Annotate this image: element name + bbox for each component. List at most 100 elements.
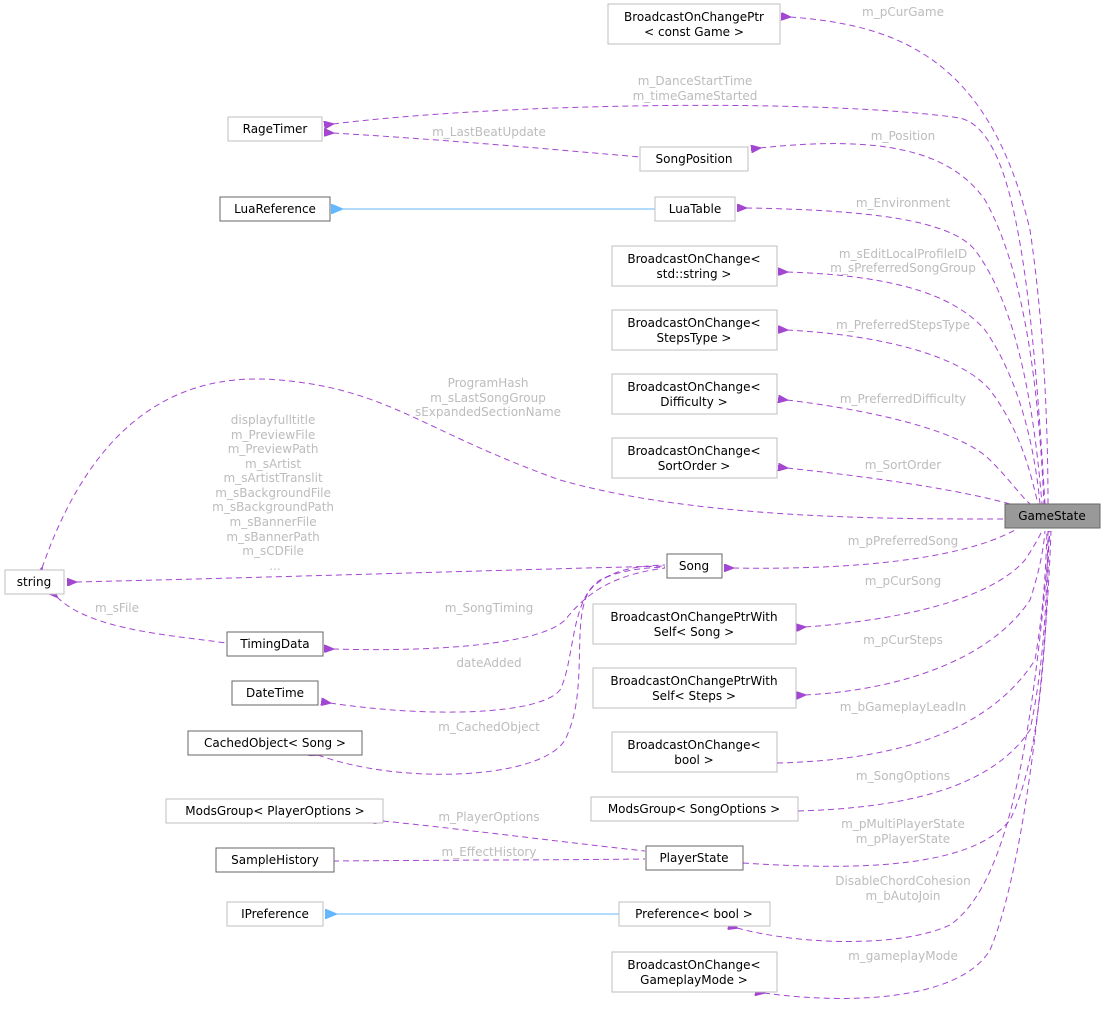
edge-dancestarttime [333,104,1046,505]
label-playeroptions: m_PlayerOptions [438,810,539,824]
node-modsgroup-songoptions[interactable]: ModsGroup< SongOptions > [590,796,799,822]
svg-text:CachedObject< Song >: CachedObject< Song > [204,736,346,750]
node-datetime[interactable]: DateTime [231,680,319,706]
node-modsgroup-playeroptions[interactable]: ModsGroup< PlayerOptions > [165,798,384,824]
label-songoptions: m_SongOptions [856,769,950,783]
edge-sfile [57,597,227,644]
edge-cursong [805,530,1043,627]
node-broadcastonchange-string[interactable]: BroadcastOnChange<std::string > [611,245,778,287]
svg-text:ModsGroup< PlayerOptions >: ModsGroup< PlayerOptions > [185,804,364,818]
svg-text:PlayerState: PlayerState [659,851,728,865]
edge-position [760,143,1045,505]
nodes: BroadcastOnChangePtr< const Game > RageT… [4,3,1101,993]
label-leadin: m_bGameplayLeadIn [840,700,966,714]
label-position: m_Position [871,129,935,143]
node-luatable[interactable]: LuaTable [654,196,736,222]
node-playerstate[interactable]: PlayerState [645,845,744,871]
edge-lastbeatupdate [333,133,641,158]
edge-preferredsong [733,529,1016,568]
edge-difficulty [787,400,1031,505]
svg-text:LuaTable: LuaTable [669,202,721,216]
edge-stepstype [787,330,1039,505]
edge-cursteps [805,530,1046,695]
label-difficulty: m_PreferredDifficulty [840,392,966,406]
node-cachedobject-song[interactable]: CachedObject< Song > [187,730,363,756]
node-string[interactable]: string [4,569,65,595]
edge-playeroptions [383,821,646,852]
edge-songoptions [798,530,1049,811]
label-cursteps: m_pCurSteps [863,633,943,647]
svg-text:GameState: GameState [1018,509,1086,523]
node-broadcastonchangeptr-game[interactable]: BroadcastOnChangePtr< const Game > [607,3,781,45]
label-environment: m_Environment [856,196,951,210]
label-gameplaymode: m_gameplayMode [848,949,958,963]
svg-text:DateTime: DateTime [246,686,304,700]
edge-effecthistory [333,859,646,861]
label-preferredsong: m_pPreferredSong [848,534,959,548]
svg-text:SongPosition: SongPosition [656,152,733,166]
svg-text:IPreference: IPreference [241,907,309,921]
node-broadcastonchange-gameplaymode[interactable]: BroadcastOnChange<GameplayMode > [611,951,778,993]
edge-programhash [42,378,1005,568]
node-ragetimer[interactable]: RageTimer [227,116,323,142]
node-song[interactable]: Song [666,553,723,579]
svg-text:TimingData: TimingData [239,637,309,651]
svg-text:SampleHistory: SampleHistory [231,853,319,867]
svg-text:BroadcastOnChange<std::string: BroadcastOnChange<std::string > [627,252,760,281]
edge-pcurgame [790,17,1049,505]
label-effecthistory: m_EffectHistory [442,845,537,859]
svg-text:RageTimer: RageTimer [243,122,308,136]
label-sfile: m_sFile [95,601,139,615]
label-pcurgame: m_pCurGame [862,5,944,19]
label-dateadded: dateAdded [456,656,521,670]
label-lastbeatupdate: m_LastBeatUpdate [432,125,546,139]
node-broadcastonchange-stepstype[interactable]: BroadcastOnChange<StepsType > [611,309,778,351]
label-stepstype: m_PreferredStepsType [836,318,970,332]
svg-text:BroadcastOnChangePtr< const Ga: BroadcastOnChangePtr< const Game > [624,10,764,39]
edge-cachedobject [318,564,666,775]
edge-leadin [777,530,1048,763]
svg-text:BroadcastOnChange<StepsType >: BroadcastOnChange<StepsType > [627,316,760,345]
label-song-strings: displayfulltitle m_PreviewFile m_Preview… [212,413,338,573]
label-cursong: m_pCurSong [865,574,941,588]
label-cachedobject: m_CachedObject [438,720,540,734]
edge-playerstate [743,530,1050,866]
edge-autojoin [737,530,1051,942]
label-sortorder: m_SortOrder [865,458,941,472]
edge-sortorder [787,468,1011,505]
svg-text:BroadcastOnChange<SortOrder >: BroadcastOnChange<SortOrder > [627,444,760,473]
svg-text:ModsGroup< SongOptions >: ModsGroup< SongOptions > [608,802,780,816]
edge-string-profile [787,272,1041,505]
node-songposition[interactable]: SongPosition [639,146,749,172]
svg-text:BroadcastOnChange<Difficulty >: BroadcastOnChange<Difficulty > [627,380,760,409]
node-broadcastonchange-sortorder[interactable]: BroadcastOnChange<SortOrder > [611,437,778,479]
node-ipreference[interactable]: IPreference [226,901,324,927]
node-gamestate[interactable]: GameState [1004,503,1101,529]
node-timingdata[interactable]: TimingData [226,631,324,657]
node-samplehistory[interactable]: SampleHistory [215,847,335,873]
edges [42,17,1052,999]
node-broadcastonchange-difficulty[interactable]: BroadcastOnChange<Difficulty > [611,373,778,415]
svg-text:Song: Song [679,559,709,573]
svg-text:LuaReference: LuaReference [234,202,316,216]
svg-text:Preference< bool >: Preference< bool > [635,907,753,921]
node-broadcastonchange-bool[interactable]: BroadcastOnChange<bool > [611,731,778,773]
node-preference-bool[interactable]: Preference< bool > [618,901,771,927]
svg-text:string: string [17,575,51,589]
svg-text:BroadcastOnChange<GameplayMode: BroadcastOnChange<GameplayMode > [627,958,760,987]
edge-gameplaymode [764,530,1052,999]
node-luareference[interactable]: LuaReference [219,196,331,222]
svg-text:BroadcastOnChange<bool >: BroadcastOnChange<bool > [627,738,760,767]
edge-songtiming [333,567,666,650]
